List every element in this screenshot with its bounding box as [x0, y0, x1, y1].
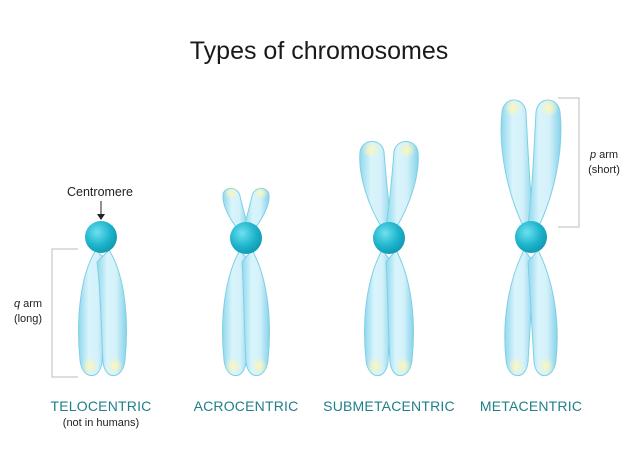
telocentric-right-tip [107, 357, 123, 375]
label-metacentric: METACENTRIC [480, 398, 582, 414]
p-arm-bracket [558, 97, 580, 228]
centromere-label: Centromere [67, 185, 133, 199]
diagram-title: Types of chromosomes [190, 37, 448, 65]
telocentric-centromere [85, 221, 117, 253]
telocentric-chromosome [78, 221, 127, 377]
centromere-arrow-head [97, 214, 105, 220]
label-submetacentric: SUBMETACENTRIC [323, 398, 455, 414]
metacentric-left-p-tip [504, 99, 522, 117]
submetacentric-centromere [373, 222, 405, 254]
submetacentric-right-p-arm [385, 141, 419, 229]
acrocentric-left-q-tip [225, 357, 241, 375]
acrocentric-right-q-tip [251, 357, 267, 375]
q-arm-letter: q [14, 298, 21, 310]
submetacentric-left-p-arm [359, 141, 393, 229]
metacentric-left-q-tip [508, 357, 524, 375]
submetacentric-chromosome [359, 141, 419, 377]
acrocentric-right-p-tip [254, 187, 268, 199]
submetacentric-left-q-tip [367, 357, 383, 375]
submetacentric-left-p-tip [362, 142, 380, 158]
q-arm-label: q arm [14, 298, 42, 310]
note-telocentric: (not in humans) [63, 417, 139, 429]
telocentric-right-arm [96, 249, 127, 377]
acrocentric-left-p-tip [224, 187, 238, 199]
q-arm-word: arm [20, 298, 42, 310]
acrocentric-chromosome [222, 187, 270, 377]
submetacentric-right-q-arm [385, 249, 414, 377]
metacentric-right-q-tip [538, 357, 554, 375]
acrocentric-centromere [230, 222, 262, 254]
p-arm-sublabel: (short) [588, 164, 620, 176]
metacentric-chromosome [500, 99, 562, 377]
q-arm-sublabel: (long) [14, 313, 42, 325]
label-acrocentric: ACROCENTRIC [194, 398, 299, 414]
submetacentric-right-q-tip [395, 357, 411, 375]
telocentric-left-tip [82, 357, 98, 375]
metacentric-right-p-arm [527, 99, 562, 229]
p-arm-label: p arm [589, 149, 618, 161]
p-arm-letter: p [589, 149, 596, 161]
label-telocentric: TELOCENTRIC [51, 398, 152, 414]
metacentric-left-p-arm [500, 99, 535, 229]
metacentric-right-q-arm [527, 249, 558, 377]
p-arm-word: arm [596, 149, 618, 161]
q-arm-bracket [51, 248, 78, 378]
submetacentric-right-p-tip [398, 142, 416, 158]
metacentric-right-p-tip [540, 99, 558, 117]
metacentric-centromere [515, 221, 547, 253]
acrocentric-right-q-arm [241, 249, 270, 377]
